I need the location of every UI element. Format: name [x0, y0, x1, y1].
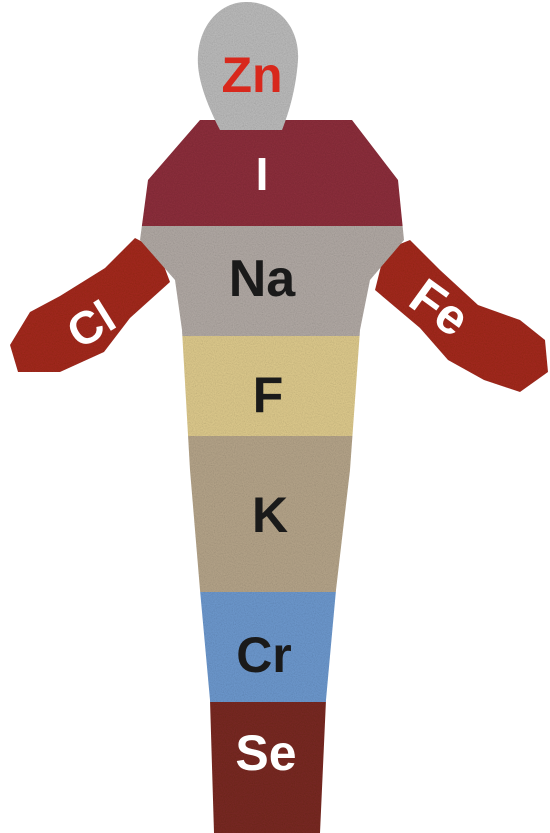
- element-label-se: Se: [235, 725, 296, 781]
- right-arm-band: [10, 238, 170, 372]
- element-label-k: K: [252, 487, 288, 543]
- element-label-zn: Zn: [221, 47, 282, 103]
- chest-band: [140, 120, 404, 228]
- element-label-cr: Cr: [236, 627, 292, 683]
- element-label-i: I: [256, 148, 269, 200]
- element-label-na: Na: [229, 250, 297, 308]
- element-label-f: F: [253, 367, 284, 423]
- left-arm-band: [375, 240, 548, 392]
- head-band: [197, 2, 299, 130]
- belly-band: [140, 226, 404, 338]
